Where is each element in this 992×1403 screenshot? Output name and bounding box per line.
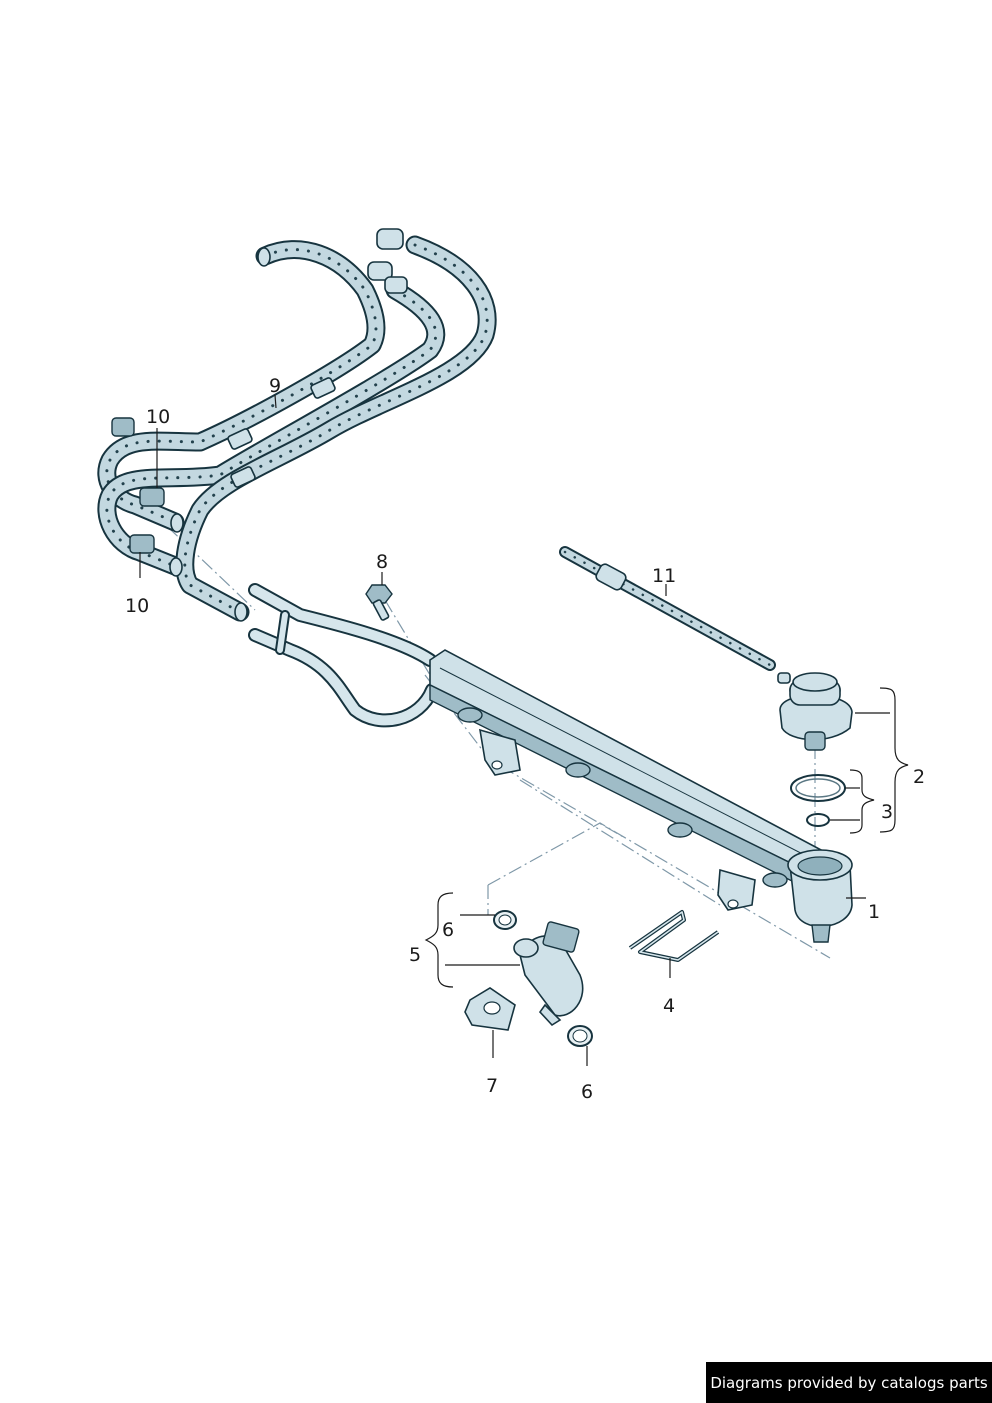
o-ring-large <box>790 774 846 802</box>
o-ring-small <box>806 813 830 827</box>
fuel-injector <box>513 921 584 1027</box>
callout-10-upper: 10 <box>146 406 170 428</box>
seal-ring-lower <box>567 1025 593 1047</box>
metal-fuel-line <box>248 583 439 728</box>
callout-4: 4 <box>663 995 675 1017</box>
callout-3: 3 <box>881 801 893 823</box>
vacuum-hose <box>559 546 776 671</box>
callout-7: 7 <box>486 1075 498 1097</box>
callout-labels: 1 2 3 4 5 6 6 7 8 9 10 10 11 <box>125 375 925 1103</box>
credit-banner: Diagrams provided by catalogs parts <box>706 1362 992 1403</box>
fuel-rail <box>429 649 853 943</box>
callout-9: 9 <box>269 375 281 397</box>
callout-5: 5 <box>409 944 421 966</box>
seal-ring-upper <box>493 910 517 930</box>
hose-lower <box>175 235 497 622</box>
hose-clamp-upper <box>111 417 165 507</box>
leader-lines <box>139 394 909 1066</box>
hose-clamp-lower <box>129 534 155 554</box>
callout-6-upper: 6 <box>442 919 454 941</box>
pressure-regulator <box>777 672 853 751</box>
hose-middle <box>97 280 446 576</box>
callout-1: 1 <box>868 901 880 923</box>
bolt <box>365 584 393 621</box>
hose-upper <box>97 240 386 532</box>
injector-clamp <box>464 987 516 1031</box>
credit-text: Diagrams provided by catalogs parts <box>710 1373 988 1392</box>
retaining-clip <box>628 910 720 962</box>
callout-2: 2 <box>913 766 925 788</box>
callout-11: 11 <box>652 565 676 587</box>
fuel-hose-assembly <box>97 228 497 622</box>
callout-6-lower: 6 <box>581 1081 593 1103</box>
hose-elbow-connector <box>367 228 408 294</box>
callout-8: 8 <box>376 551 388 573</box>
callout-10-lower: 10 <box>125 595 149 617</box>
